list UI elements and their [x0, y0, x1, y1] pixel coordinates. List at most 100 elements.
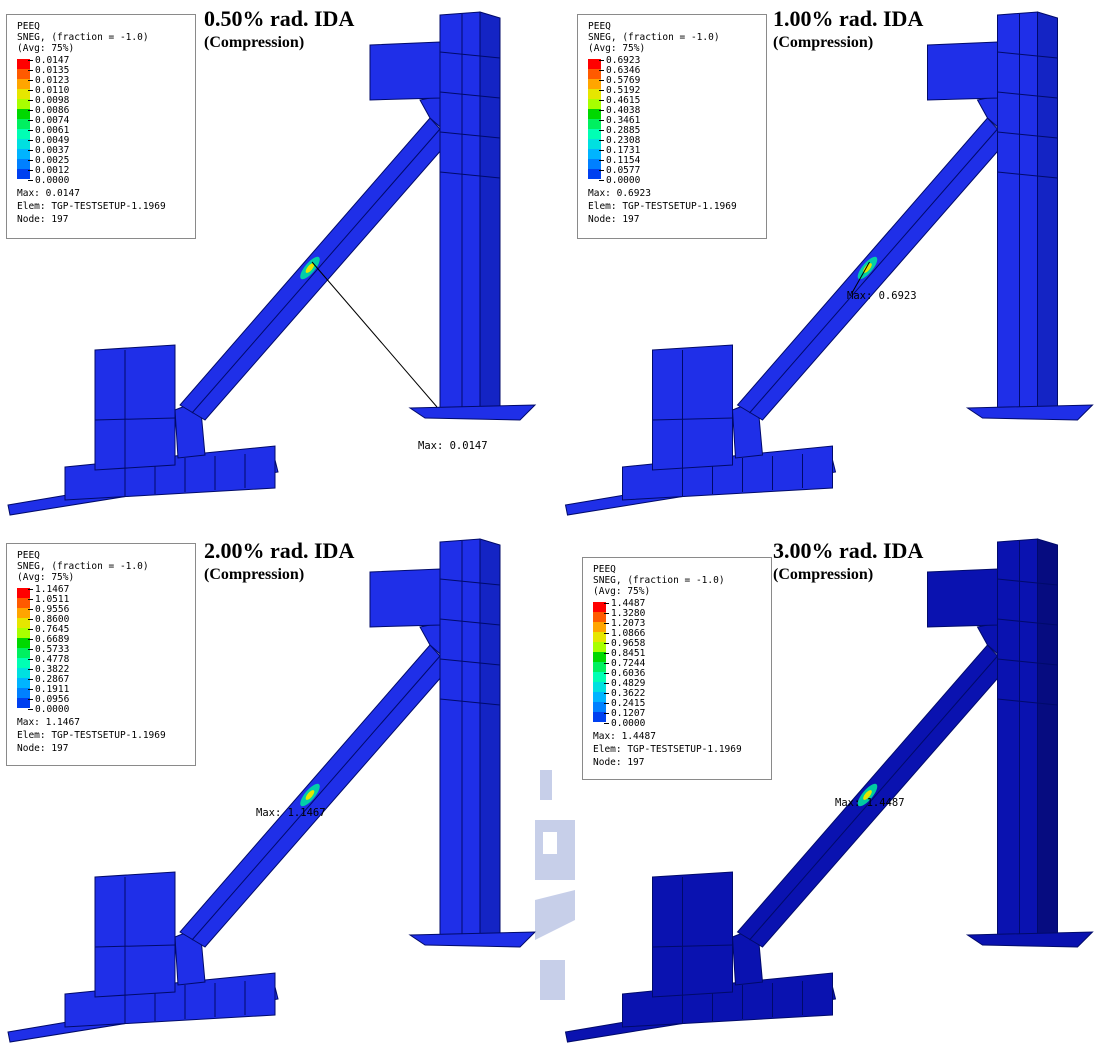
column-stiffener [997, 171, 1058, 179]
panel-2-00-rad: 2.00% rad. IDA (Compression) PEEQ SNEG, … [0, 527, 557, 1054]
panel-title: 0.50% rad. IDA [204, 6, 355, 31]
left-column [94, 344, 176, 471]
column-division [652, 417, 733, 421]
column-base-plate [408, 404, 537, 421]
scale-value: 0.7244 [611, 658, 646, 669]
brace-centerline [191, 128, 441, 414]
max-annotation: Max: 1.1467 [256, 807, 326, 819]
column-base-plate [965, 404, 1094, 421]
panel-subtitle: (Compression) [773, 566, 874, 583]
right-column [439, 11, 481, 413]
column-stiffener [439, 51, 501, 59]
legend-node: Node: 197 [17, 743, 69, 754]
column-flange [1037, 538, 1058, 938]
panel-0-50-rad: 0.50% rad. IDA (Compression) PEEQ SNEG, … [0, 0, 557, 527]
panel-3-00-rad: 3.00% rad. IDA (Compression) PEEQ SNEG, … [557, 527, 1115, 1054]
beam-stub [927, 568, 998, 628]
column-division [94, 944, 176, 948]
fe-model-view [7, 11, 537, 516]
scale-value: 0.0000 [611, 718, 646, 729]
legend-max: Max: 0.0147 [17, 188, 80, 199]
column-stiffener [439, 171, 501, 179]
scale-value: 0.0000 [35, 175, 70, 186]
legend-node: Node: 197 [17, 214, 69, 225]
right-column [439, 538, 481, 940]
scale-value: 0.3461 [606, 115, 641, 126]
color-swatches [588, 59, 601, 179]
max-annotation: Max: 1.4487 [835, 797, 905, 809]
scale-value: 0.5733 [35, 644, 70, 655]
scale-swatch [17, 169, 30, 179]
scale-value: 0.3822 [35, 664, 70, 675]
scale-value: 0.1911 [35, 684, 70, 695]
legend-sneg: SNEG, (fraction = -1.0) [588, 32, 720, 43]
column-division [652, 944, 733, 948]
scale-swatch [593, 612, 606, 622]
scale-value: 0.7645 [35, 624, 70, 635]
panel-subtitle: (Compression) [773, 34, 874, 51]
scale-swatch [17, 668, 30, 678]
column-stiffener [439, 658, 501, 666]
contour-legend: PEEQ SNEG, (fraction = -1.0) (Avg: 75%) … [577, 14, 767, 239]
yield-peak [863, 263, 872, 273]
scale-swatch [17, 598, 30, 608]
scale-value: 0.0956 [35, 694, 70, 705]
panel-subtitle: (Compression) [204, 34, 305, 51]
scale-value: 0.1207 [611, 708, 646, 719]
legend-variable: PEEQ [593, 564, 616, 575]
scale-swatch [588, 129, 601, 139]
left-column [652, 344, 733, 471]
legend-elem: Elem: TGP-TESTSETUP-1.1969 [588, 201, 737, 212]
yield-peak [305, 790, 315, 800]
scale-value: 1.0511 [35, 594, 70, 605]
legend-sneg: SNEG, (fraction = -1.0) [593, 575, 725, 586]
scale-swatch [593, 702, 606, 712]
scale-swatch [593, 662, 606, 672]
scale-swatch [17, 588, 30, 598]
scale-swatch [593, 642, 606, 652]
legend-max: Max: 0.6923 [588, 188, 651, 199]
contour-legend: PEEQ SNEG, (fraction = -1.0) (Avg: 75%) … [6, 14, 196, 239]
legend-max: Max: 1.1467 [17, 717, 80, 728]
scale-value: 0.0037 [35, 145, 70, 156]
legend-variable: PEEQ [588, 21, 611, 32]
column-flange [479, 538, 501, 938]
scale-value: 0.0086 [35, 105, 70, 116]
scale-value: 1.2073 [611, 618, 646, 629]
legend-avg: (Avg: 75%) [17, 572, 75, 583]
legend-variable: PEEQ [17, 21, 40, 32]
legend-avg: (Avg: 75%) [593, 586, 651, 597]
scale-swatch [588, 159, 601, 169]
scale-value: 0.8600 [35, 614, 70, 625]
scale-swatch [588, 79, 601, 89]
scale-value: 0.0123 [35, 75, 70, 86]
scale-swatch [17, 638, 30, 648]
scale-swatch [588, 69, 601, 79]
scale-swatch [17, 129, 30, 139]
scale-value: 0.5192 [606, 85, 641, 96]
column-division [94, 417, 176, 421]
max-leader-line [311, 261, 438, 408]
scale-value: 0.4829 [611, 678, 646, 689]
legend-variable: PEEQ [17, 550, 40, 561]
scale-swatch [593, 652, 606, 662]
scale-swatch [17, 698, 30, 708]
max-annotation: Max: 0.6923 [847, 290, 917, 302]
scale-value: 0.2415 [611, 698, 646, 709]
scale-swatch [17, 149, 30, 159]
scale-swatch [17, 648, 30, 658]
brace-centerline [191, 655, 441, 941]
column-stiffener [997, 618, 1058, 626]
scale-value: 0.6036 [611, 668, 646, 679]
legend-elem: Elem: TGP-TESTSETUP-1.1969 [17, 730, 166, 741]
scale-swatch [593, 692, 606, 702]
fe-structure [7, 538, 537, 1043]
scale-value: 0.0110 [35, 85, 70, 96]
scale-value: 0.5769 [606, 75, 641, 86]
scale-value: 0.6346 [606, 65, 641, 76]
column-flange [479, 11, 501, 411]
